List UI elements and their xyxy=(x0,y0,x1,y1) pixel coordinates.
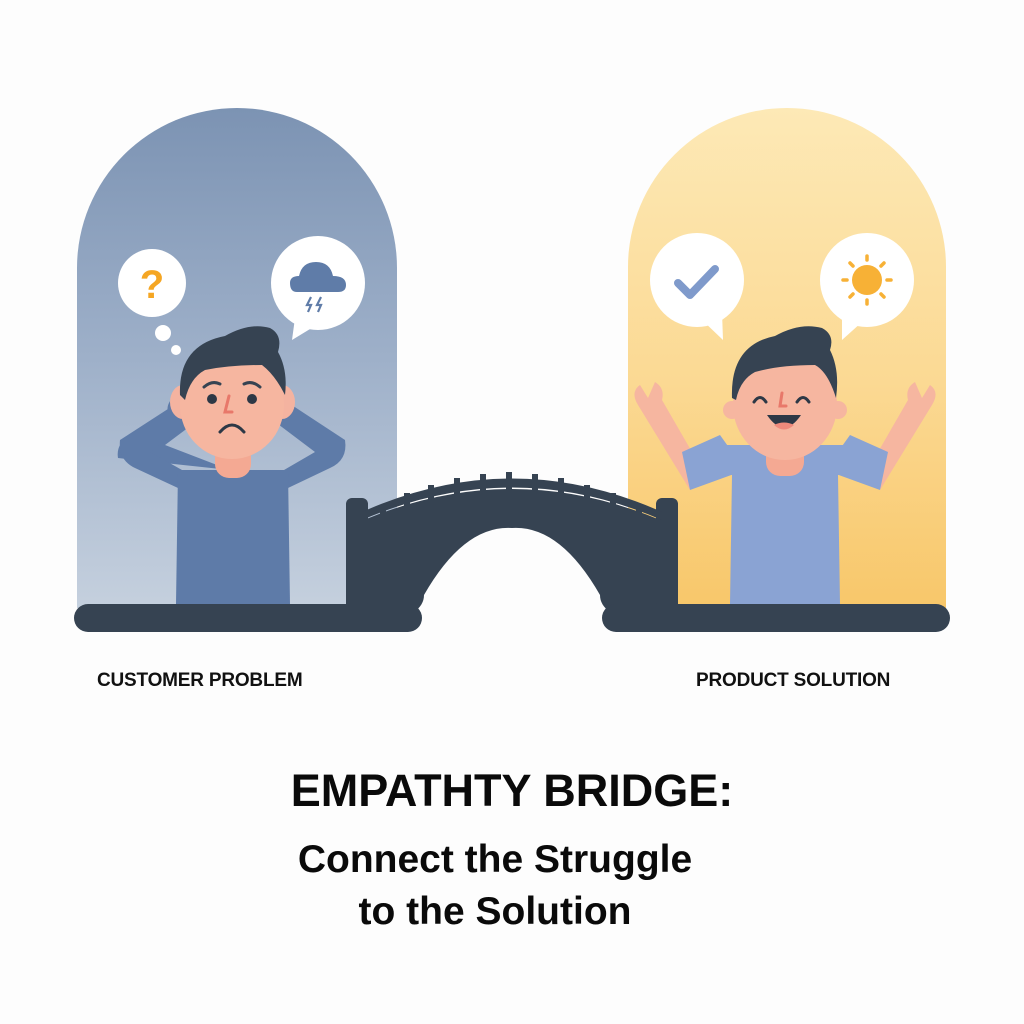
diagram-subtitle-line2: to the Solution xyxy=(358,890,632,933)
right-ground xyxy=(602,604,950,632)
diagram-subtitle-line1: Connect the Struggle xyxy=(297,838,693,881)
checkmark-icon xyxy=(674,265,719,299)
customer-problem-label: CUSTOMER PROBLEM xyxy=(97,670,303,691)
sun-icon xyxy=(841,254,893,306)
svg-text:?: ? xyxy=(140,263,164,307)
diagram-title: EMPATHTY BRIDGE: xyxy=(290,765,734,816)
product-solution-label: PRODUCT SOLUTION xyxy=(696,670,891,691)
storm-cloud-icon xyxy=(290,262,346,313)
left-ground xyxy=(74,604,422,632)
